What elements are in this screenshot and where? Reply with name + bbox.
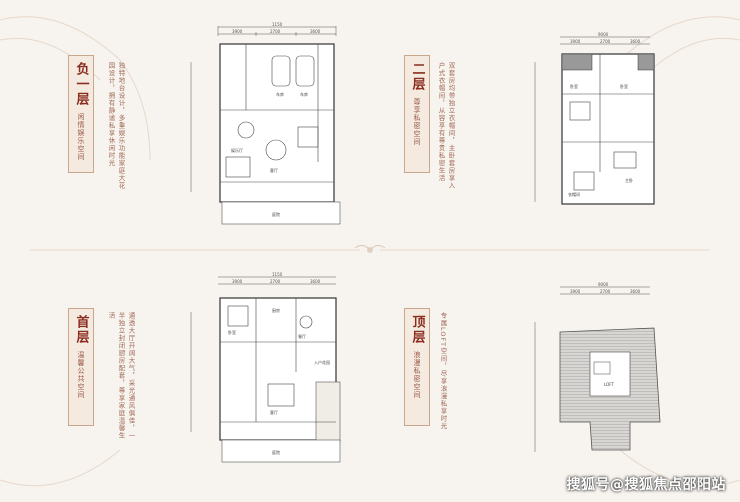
top-description: 专属LOFT空间，尽享浪漫私享时光 [439,312,447,430]
ground-description: 通透大厅开阔大气，采光通风俱佳，一半独立封闭厨房配套，尊享家庭温馨生活 [107,312,135,440]
basement-label-garage: 车库 [276,91,284,97]
ground-dim-2: 2700 [270,279,281,284]
basement-floor-plan: 1150 3900 2700 3600 车库 车库 娱乐厅 客厅 庭院 [186,22,356,232]
ground-label-dining: 餐厅 [298,333,306,339]
ground-label-entry-garden: 入户花园 [314,359,330,365]
ground-label-bedroom: 卧室 [228,329,236,335]
second-dim-1: 3900 [570,39,581,44]
ground-title: 首层 [73,315,89,345]
second-label-master: 主卧 [625,177,633,183]
second-dim-3: 3600 [630,39,641,44]
ground-dim-3: 3600 [310,279,321,284]
top-subtitle: 浪漫私密空间 [413,351,421,399]
second-dim-2: 2700 [600,39,611,44]
basement-dim-1: 3900 [232,29,243,34]
top-title-box: 顶层 浪漫私密空间 [404,308,430,426]
basement-description: 独特地台设计，多重娱乐功能家庭大花园设计，拥有静谧私享休闲时光 [107,62,125,190]
ground-dim-total: 1150 [272,272,283,277]
basement-label-rec: 娱乐厅 [231,147,243,153]
top-dim-total: 9000 [598,282,609,287]
basement-dim-3: 3600 [310,29,321,34]
ground-label-living: 客厅 [270,409,278,415]
second-dim-total: 9000 [598,32,609,37]
basement-label-yard: 庭院 [272,211,280,217]
top-label-loft: LOFT [604,382,614,387]
second-floor-plan: 9000 3900 2700 3600 卧室 卧室 主卧 衣帽间 [530,32,670,212]
ground-dim-1: 3900 [232,279,243,284]
ground-floor-plan: 1150 3900 2700 3600 客厅 餐厅 厨房 卧室 入户花园 庭院 [186,272,356,472]
second-subtitle: 尊享私密空间 [413,98,421,146]
second-label-bed2: 卧室 [620,83,628,89]
basement-label-living: 客厅 [270,167,278,173]
second-label-bed1: 卧室 [570,83,578,89]
top-dim-3: 3600 [630,289,641,294]
second-title-box: 二层 尊享私密空间 [404,55,430,173]
second-title: 二层 [409,62,425,92]
top-dim-1: 3900 [570,289,581,294]
ground-label-kitchen: 厨房 [272,307,280,313]
basement-dim-total: 1150 [272,22,283,27]
basement-title-box: 负一层 闲情娱乐空间 [68,55,94,173]
basement-title: 负一层 [73,62,89,107]
basement-subtitle: 闲情娱乐空间 [77,113,85,161]
basement-dim-2: 2700 [270,29,281,34]
top-dim-2: 2700 [600,289,611,294]
top-title: 顶层 [409,315,425,345]
second-description: 双套房均带独立衣帽间，主卧套房享入户式衣帽间，从容享有尊贵私密生活 [437,62,455,190]
top-floor-plan: 9000 3900 2700 3600 LOFT [530,282,670,462]
ground-title-box: 首层 温馨公共空间 [68,308,94,426]
ground-label-yard: 庭院 [272,449,280,455]
watermark: 搜狐号@搜狐焦点邵阳站 [566,477,726,493]
second-label-closet: 衣帽间 [568,191,580,197]
ground-subtitle: 温馨公共空间 [77,351,85,399]
basement-label-garage-2: 车库 [300,91,308,97]
